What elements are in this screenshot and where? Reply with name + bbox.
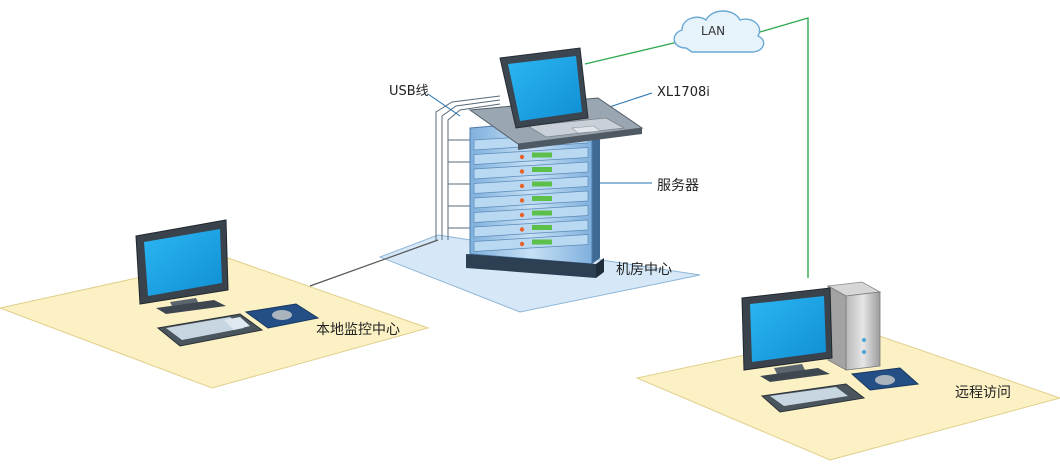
kvm-model-label: XL1708i	[657, 85, 710, 100]
rack-unit-led	[519, 154, 525, 160]
server-room-label: 机房中心	[616, 262, 672, 278]
rack-unit	[473, 176, 589, 194]
rack-unit-led	[519, 169, 525, 174]
rack-unit-display	[532, 239, 552, 245]
cloud-icon	[673, 10, 765, 53]
local-cable	[309, 239, 439, 287]
lan-line-kvm-to-cloud	[584, 41, 679, 65]
rack-unit-led	[519, 198, 525, 203]
local-center-label: 本地监控中心	[316, 322, 400, 338]
rack-unit-led	[519, 241, 525, 247]
rack-unit-display	[532, 181, 552, 187]
rack-unit	[473, 234, 589, 252]
local-monitor-icon	[135, 219, 229, 314]
rack-unit	[473, 205, 589, 223]
rack-unit	[473, 147, 589, 165]
lan-label: LAN	[701, 24, 726, 38]
rack-unit-display	[532, 167, 552, 172]
local-mousepad-icon	[244, 303, 320, 329]
usb-cable-label: USB线	[389, 84, 429, 99]
rack-unit	[473, 190, 589, 209]
remote-mousepad-icon	[850, 367, 920, 391]
lan-line-cloud-to-remote	[759, 17, 809, 278]
remote-monitor-icon	[741, 287, 833, 382]
rack-unit-led	[519, 227, 525, 232]
usb-cable-bundle	[435, 95, 501, 240]
pc-tower-icon	[826, 281, 882, 371]
usb-leader	[427, 93, 461, 117]
laptop-kvm-icon	[468, 47, 644, 150]
rack-unit	[473, 161, 589, 180]
rack-unit-display	[532, 152, 552, 158]
rack-unit-display	[532, 225, 552, 230]
rack-unit-display	[532, 210, 552, 216]
remote-keyboard-icon	[760, 383, 866, 413]
rack-unit-led	[519, 183, 525, 189]
rack-unit	[473, 219, 589, 238]
local-keyboard-icon	[156, 313, 264, 347]
rack-unit-display	[532, 196, 552, 201]
rack-unit-led	[519, 212, 525, 218]
remote-access-label: 远程访问	[955, 385, 1011, 401]
server-label: 服务器	[657, 178, 699, 194]
